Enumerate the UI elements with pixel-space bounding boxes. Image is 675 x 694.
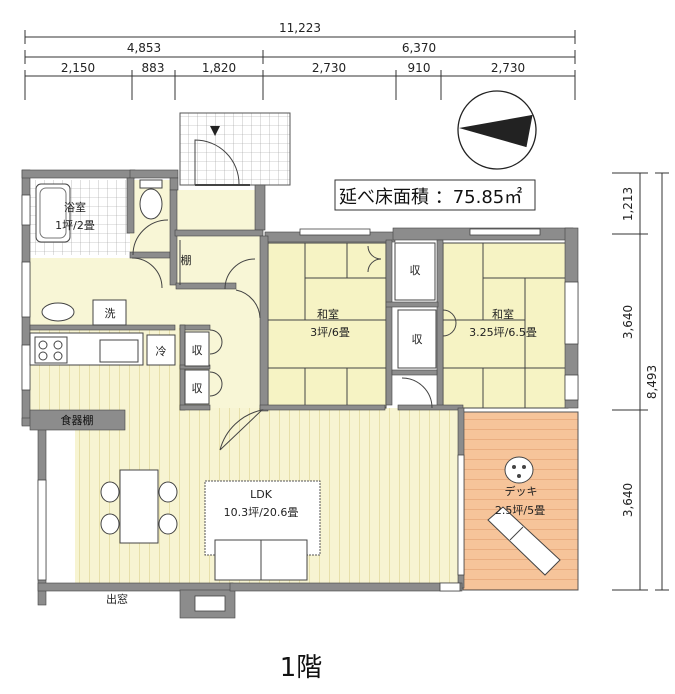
dim-total-height: 8,493 (645, 365, 659, 399)
label-washing: 洗 (105, 307, 116, 320)
storage-box (397, 309, 437, 369)
fridge-box (146, 334, 176, 366)
deck-table-icon (504, 456, 534, 484)
dim-segment: 910 (408, 61, 431, 75)
dim-total-width: 11,223 (279, 21, 321, 35)
label-ldk: LDK (250, 488, 273, 501)
label-shelf: 棚 (181, 253, 192, 267)
dim-segment: 883 (142, 61, 165, 75)
dim-segment: 1,820 (202, 61, 236, 75)
toilet-door-swing (132, 219, 169, 256)
entrance-porch (179, 112, 291, 186)
windows (21, 194, 579, 612)
label-washitsu-1-size: 3坪/6畳 (310, 326, 350, 339)
label-ldk-size: 10.3坪/20.6畳 (224, 506, 299, 519)
tatami-room-1 (267, 242, 387, 409)
label-storage: 収 (412, 333, 423, 346)
storage-box (184, 369, 210, 405)
dim-left-block: 4,853 (127, 41, 161, 55)
floor-title: 1階 (280, 653, 323, 683)
washroom-door-swing (131, 257, 163, 289)
entry-hall-floor (175, 190, 263, 290)
entry-arrow-icon (210, 126, 220, 136)
washing-machine-box (92, 299, 127, 326)
top-dimensions (24, 30, 576, 100)
compass-icon (457, 90, 537, 170)
label-fridge: 冷 (156, 345, 167, 358)
label-washitsu-2: 和室 (492, 307, 514, 321)
label-deck-size: 2.5坪/5畳 (495, 504, 545, 517)
stove-icon (34, 336, 68, 364)
right-dimensions (612, 172, 669, 591)
label-storage: 収 (192, 344, 203, 357)
label-washitsu-2-size: 3.25坪/6.5畳 (469, 326, 537, 339)
label-storage: 収 (192, 382, 203, 395)
deck-floor (462, 411, 579, 591)
washbasin-icon (41, 302, 75, 322)
dim-vertical: 1,213 (621, 187, 635, 221)
total-floor-area: 延べ床面積 ：75.85㎡ (339, 186, 522, 208)
storage-box (394, 242, 436, 301)
dim-segment: 2,730 (312, 61, 346, 75)
label-storage: 収 (410, 264, 421, 277)
area-label-box (334, 179, 536, 211)
label-bathroom: 浴室 (64, 200, 86, 214)
dim-segment: 2,150 (61, 61, 95, 75)
sofa-icon (214, 539, 308, 581)
sink-icon (99, 339, 139, 363)
entrance-door-swing (194, 139, 240, 185)
ldk-door-swing (219, 409, 264, 451)
label-bathroom-size: 1坪/2畳 (55, 219, 95, 232)
tatami-room-2 (442, 242, 569, 409)
dining-table-icon (100, 469, 178, 544)
label-bay-window: 出窓 (106, 592, 128, 606)
storage-box (184, 331, 210, 367)
dim-right-block: 6,370 (402, 41, 436, 55)
toilet-icon (139, 179, 163, 220)
label-dish-shelf: 食器棚 (61, 413, 94, 427)
dim-segment: 2,730 (491, 61, 525, 75)
label-deck: デッキ (505, 484, 538, 498)
label-washitsu-1: 和室 (317, 307, 339, 321)
dim-vertical: 3,640 (621, 483, 635, 517)
deck-lounger-icon (487, 506, 561, 576)
dim-vertical: 3,640 (621, 305, 635, 339)
